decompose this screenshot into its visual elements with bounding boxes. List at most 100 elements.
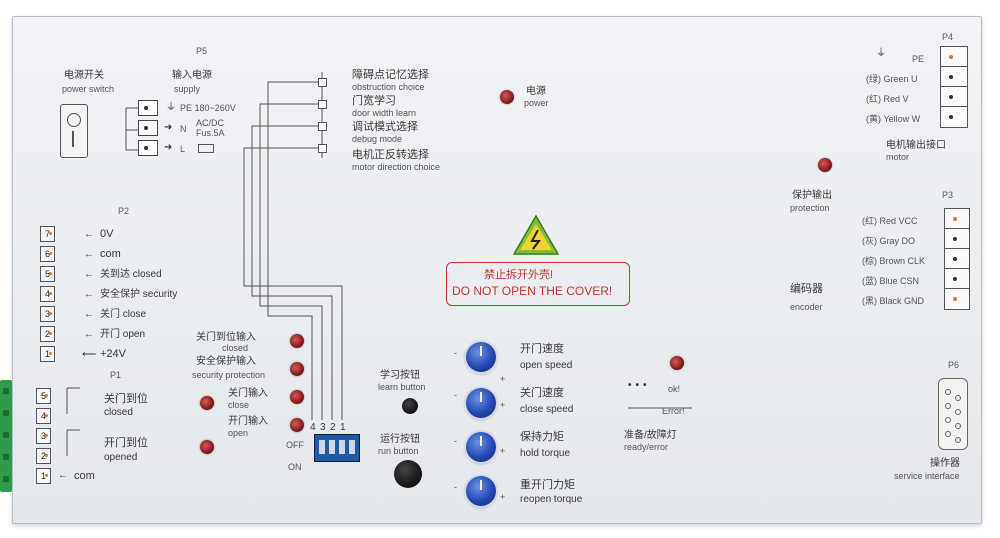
dip-toggle[interactable] xyxy=(329,440,335,454)
run-button-cn: 运行按钮 xyxy=(380,434,420,445)
p2-pin[interactable]: 4 xyxy=(40,286,55,302)
p2-pin[interactable]: 7 xyxy=(40,226,55,242)
pin-dot xyxy=(953,257,957,261)
dip-toggle[interactable] xyxy=(319,440,325,454)
service-port[interactable] xyxy=(938,378,968,450)
open-speed-knob[interactable] xyxy=(466,342,496,372)
p2-pin-number: 3 xyxy=(44,309,50,319)
learn-button-en: learn button xyxy=(378,382,426,392)
supply-cn: 输入电源 xyxy=(172,70,212,81)
plus-icon: + xyxy=(500,446,506,456)
protection-cn: 保护输出 xyxy=(792,190,832,201)
input-led-cn: 关门输入 xyxy=(228,388,268,399)
p5-terminal-pe[interactable] xyxy=(138,100,158,116)
status-en: ready/error xyxy=(624,442,669,452)
n-label: N xyxy=(180,124,187,134)
p2-pin[interactable]: 6 xyxy=(40,246,55,262)
knob-cn: 重开门力矩 xyxy=(520,479,575,491)
p2-pin[interactable]: 2 xyxy=(40,326,55,342)
p1-opened-cn: 开门到位 xyxy=(104,437,148,449)
port-pin xyxy=(955,437,961,443)
arrow-left-icon: ⟵ xyxy=(82,349,97,360)
dip-label-marker xyxy=(318,100,327,109)
p1-pin-number: 5 xyxy=(40,391,46,401)
p1-pin-number: 2 xyxy=(40,451,46,461)
p2-pin-number: 2 xyxy=(44,329,50,339)
p4-caption-cn: 电机输出接口 xyxy=(886,140,946,151)
p2-pin-number: 4 xyxy=(44,289,50,299)
pin-dot xyxy=(953,277,957,281)
p4-row: (绿) Green U xyxy=(866,74,918,84)
supply-en: supply xyxy=(174,84,201,94)
l-label: L xyxy=(180,144,186,154)
p1-pin[interactable]: 5 xyxy=(36,388,51,404)
hold-torque-knob[interactable] xyxy=(466,432,496,462)
p2-pin[interactable]: 5 xyxy=(40,266,55,282)
p2-label: 关到达 closed xyxy=(100,269,162,280)
p4-connector[interactable] xyxy=(940,46,968,128)
minus-icon: - xyxy=(454,482,457,492)
knob-en: close speed xyxy=(520,404,574,415)
encoder-cn: 编码器 xyxy=(790,283,823,295)
p1-pin[interactable]: 1 xyxy=(36,468,51,484)
arrow-left-icon: ← xyxy=(84,269,94,280)
knob-en: reopen torque xyxy=(520,494,583,505)
p2-pin[interactable]: 3 xyxy=(40,306,55,322)
dip-label-cn: 调试模式选择 xyxy=(352,121,418,133)
p1-pin[interactable]: 2 xyxy=(36,448,51,464)
learn-button-cn: 学习按钮 xyxy=(380,370,420,381)
arrow-left-icon: ← xyxy=(84,229,94,240)
p5-terminal-n[interactable] xyxy=(138,120,158,136)
learn-button[interactable] xyxy=(402,398,418,414)
power-led xyxy=(500,90,514,104)
terminal-screw xyxy=(3,454,9,460)
pin-dot xyxy=(949,75,953,79)
high-voltage-warning-icon xyxy=(512,214,560,255)
port-pin xyxy=(955,423,961,429)
status-cn: 准备/故障灯 xyxy=(624,430,677,441)
plus-icon: + xyxy=(500,400,506,410)
p5-terminal-l[interactable] xyxy=(138,140,158,156)
dip-switch[interactable] xyxy=(314,434,360,462)
close-speed-knob[interactable] xyxy=(466,388,496,418)
protection-en: protection xyxy=(790,203,830,213)
p1-pin-number: 4 xyxy=(40,411,46,421)
p2-heading: P2 xyxy=(118,206,130,216)
fuse-label: Fus.5A xyxy=(196,128,225,138)
dip-label-en: debug mode xyxy=(352,134,403,144)
green-terminal-block xyxy=(0,380,12,492)
p1-com: com xyxy=(74,470,95,482)
p1-heading: P1 xyxy=(110,370,122,380)
p2-pin-number: 5 xyxy=(44,269,50,279)
port-pin xyxy=(945,431,951,437)
terminal-screw xyxy=(3,432,9,438)
fuse-icon xyxy=(198,144,214,153)
dip-label-marker xyxy=(318,122,327,131)
reopen-torque-knob[interactable] xyxy=(466,476,496,506)
p3-connector[interactable] xyxy=(944,208,970,310)
warning-en: DO NOT OPEN THE COVER! xyxy=(452,284,613,298)
minus-icon: - xyxy=(454,436,457,446)
p2-label: 关门 close xyxy=(100,309,147,320)
p2-label: 安全保护 security xyxy=(100,289,178,300)
switch-off-mark xyxy=(67,113,81,127)
knob-cn: 关门速度 xyxy=(520,387,564,399)
ground-icon: ⏚ xyxy=(166,102,176,113)
dip-toggle[interactable] xyxy=(349,440,355,454)
p1-pin-number: 3 xyxy=(40,431,46,441)
arrow-left-icon: ➜ xyxy=(164,142,173,153)
p2-pin[interactable]: 1 xyxy=(40,346,55,362)
run-button[interactable] xyxy=(394,460,422,488)
dip-toggle[interactable] xyxy=(339,440,345,454)
controller-panel xyxy=(12,16,982,524)
input-led-en: open xyxy=(228,428,249,438)
p1-pin[interactable]: 3 xyxy=(36,428,51,444)
p1-pin[interactable]: 4 xyxy=(36,408,51,424)
input-led-en: security protection xyxy=(192,370,266,380)
input-led-en: closed xyxy=(222,343,249,353)
pin-dot xyxy=(949,115,953,119)
pin-dot xyxy=(953,217,957,221)
pin-dot xyxy=(953,297,957,301)
power-switch[interactable] xyxy=(60,104,88,158)
knob-cn: 保持力矩 xyxy=(520,431,564,443)
